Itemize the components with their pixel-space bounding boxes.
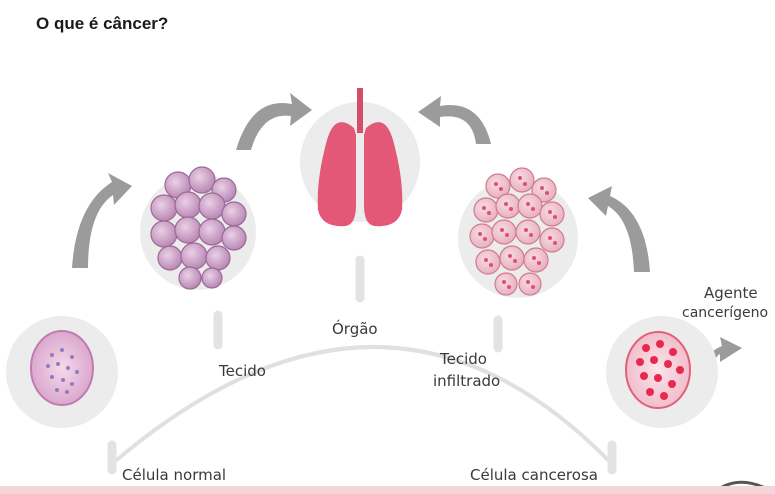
label-cancer-cell: Célula cancerosa xyxy=(470,466,598,485)
infiltrated-tissue-figure xyxy=(458,168,578,298)
progression-arc xyxy=(112,347,612,464)
label-infiltrated-tissue-line1: Tecido xyxy=(440,350,487,369)
label-infiltrated-tissue-line2: infiltrado xyxy=(433,372,500,391)
normal-tissue-figure xyxy=(140,167,256,290)
label-normal-cell: Célula normal xyxy=(122,466,226,485)
bottom-band xyxy=(0,486,775,494)
label-tissue: Tecido xyxy=(219,362,266,381)
label-carcinogenic-agent-line2: cancerígeno xyxy=(682,304,768,323)
normal-cell-figure xyxy=(6,316,118,428)
lungs-icon xyxy=(300,88,420,226)
label-carcinogenic-agent-line1: Agente xyxy=(704,284,758,303)
label-organ: Órgão xyxy=(332,320,378,339)
cancer-cell-figure xyxy=(606,316,718,428)
